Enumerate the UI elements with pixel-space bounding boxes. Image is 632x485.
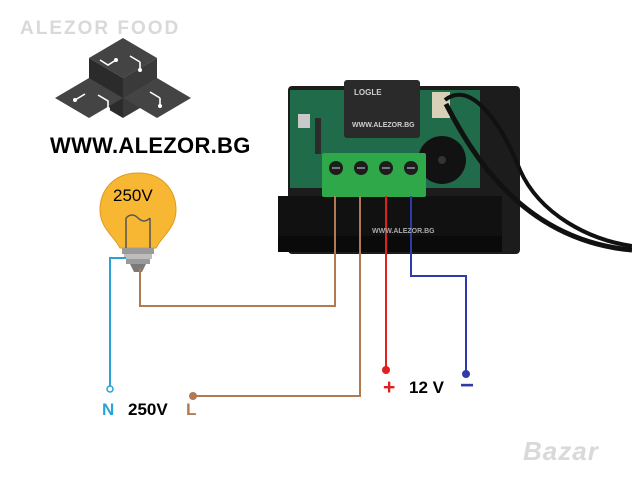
watermark-top: ALEZOR FOOD xyxy=(20,18,181,39)
wire-terminals xyxy=(106,366,470,400)
mains-voltage-label: 250V xyxy=(128,400,168,419)
bulb-to-relay-wire xyxy=(139,196,336,307)
dc-voltage-label: 12 V xyxy=(409,378,444,397)
neutral-label: N xyxy=(102,400,115,419)
case-site-label: WWW.ALEZOR.BG xyxy=(372,228,435,235)
display-case xyxy=(278,196,502,240)
relay-label: LOGLE xyxy=(354,88,382,97)
minus-wire xyxy=(410,196,467,374)
diode xyxy=(315,118,321,154)
live-label: L xyxy=(186,400,197,419)
dc-plus-label: + xyxy=(383,376,396,399)
watermark-bottom: Bazar xyxy=(523,436,599,466)
dc-minus-label: − xyxy=(460,372,475,399)
website-label: WWW.ALEZOR.BG xyxy=(50,133,251,158)
logo-cube-icon xyxy=(55,38,191,118)
wires xyxy=(109,196,467,397)
bulb-voltage-label: 250V xyxy=(113,186,153,205)
board-site-label: WWW.ALEZOR.BG xyxy=(352,122,415,129)
live-wire xyxy=(194,196,361,397)
neutral-wire xyxy=(109,257,126,387)
terminal-block xyxy=(322,153,426,197)
thermostat-module xyxy=(278,80,632,254)
relay xyxy=(344,80,420,138)
light-bulb-icon xyxy=(99,172,177,272)
sensor-cable xyxy=(443,102,632,253)
